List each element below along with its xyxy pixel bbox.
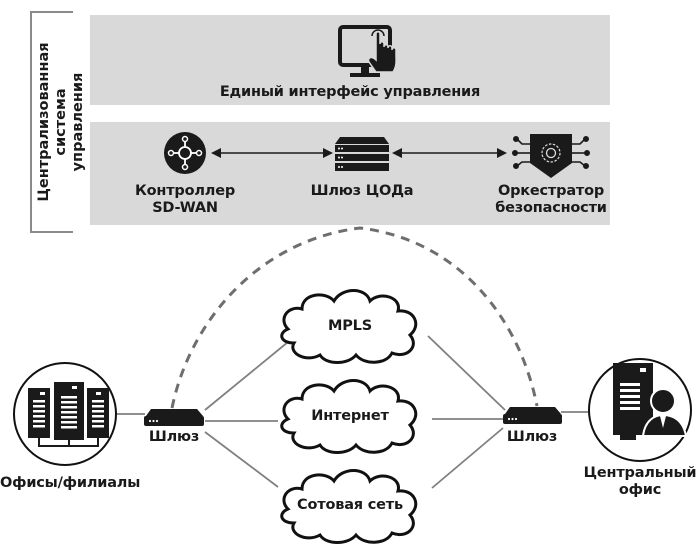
node-label-line1: Контроллер <box>134 183 236 199</box>
node-label-line1: Шлюз ЦОДа <box>310 183 414 199</box>
right-gateway-router-icon <box>503 407 562 424</box>
network-hub-icon <box>164 132 206 174</box>
right-gateway-label: Шлюз <box>506 429 558 445</box>
interface-panel <box>90 15 610 105</box>
node-label-line2: SD-WAN <box>152 200 218 216</box>
node-label-dc-gateway: Шлюз ЦОДа <box>302 183 422 200</box>
link-left-mpls <box>204 341 289 411</box>
node-label-security-orchestrator: Оркестратор безопасности <box>490 183 612 217</box>
servers-icon <box>13 362 117 466</box>
cloud-label-mpls: MPLS <box>328 318 372 334</box>
node-label-sdwan-controller: Контроллер SD-WAN <box>125 183 245 217</box>
link-controller-gateway <box>211 148 333 158</box>
cloud-label-cellular: Сотовая сеть <box>297 497 403 513</box>
link-left-cellular <box>204 431 279 488</box>
server-user-icon <box>588 358 692 462</box>
link-gateway-orchestrator <box>392 148 507 158</box>
link-right-mpls <box>427 335 506 411</box>
interface-panel-title: Единый интерфейс управления <box>219 84 481 100</box>
node-label-line1: Оркестратор <box>497 183 605 199</box>
management-dashed-link <box>170 226 539 409</box>
cloud-cellular <box>280 469 418 544</box>
security-shield-gear-icon <box>511 134 590 178</box>
management-bracket <box>30 11 73 233</box>
right-site-label-line1: Центральный <box>583 465 697 481</box>
transport-links <box>117 335 589 489</box>
node-label-line2: безопасности <box>495 200 607 216</box>
right-site-label: Центральный офис <box>580 465 700 499</box>
server-stack-icon <box>335 137 389 171</box>
cloud-mpls <box>280 289 418 364</box>
cloud-internet <box>280 379 418 454</box>
left-gateway-router-icon <box>144 409 204 426</box>
right-site-label-line2: офис <box>618 482 662 498</box>
left-gateway-label: Шлюз <box>148 429 200 445</box>
link-right-cellular <box>431 427 504 489</box>
cloud-label-internet: Интернет <box>311 408 389 424</box>
touch-monitor-icon <box>338 25 397 77</box>
left-site-label: Офисы/филиалы <box>0 475 141 491</box>
